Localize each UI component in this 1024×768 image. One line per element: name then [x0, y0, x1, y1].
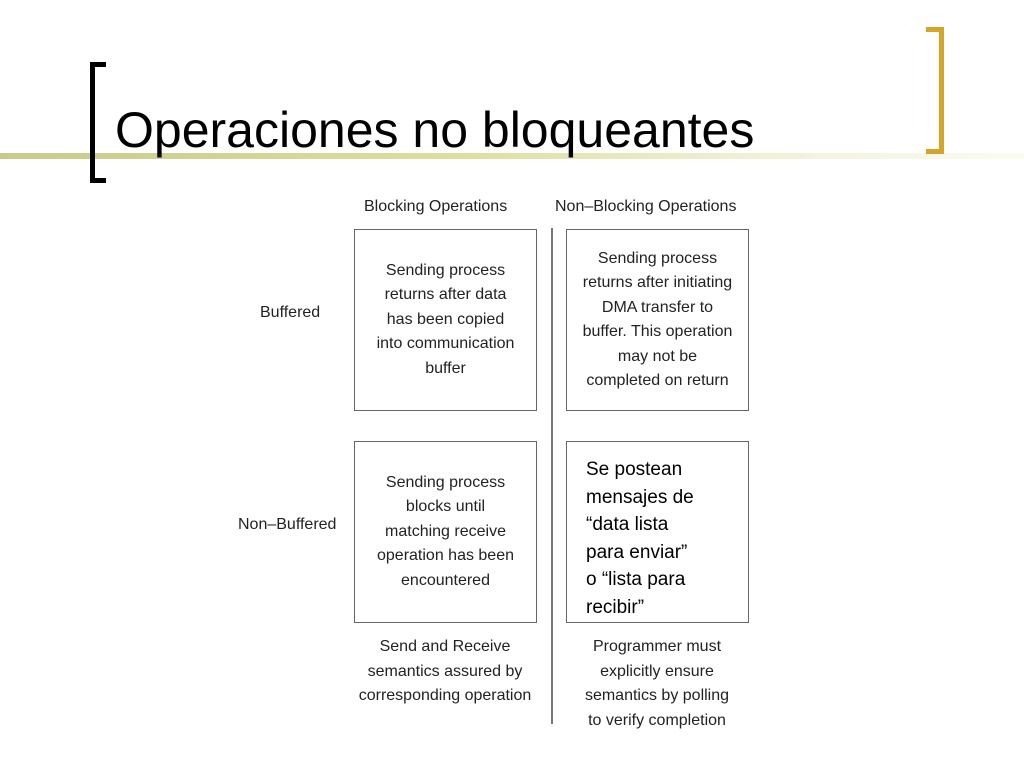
caption-nonblocking: Programmer must explicitly ensure semant…: [584, 638, 730, 729]
cell-text: Sending process returns after initiating…: [582, 249, 733, 390]
cell-nonbuffered-nonblocking: Se postean mensajes de “data lista para …: [566, 441, 749, 623]
column-divider: [551, 228, 553, 724]
row-label-nonbuffered: Non–Buffered: [238, 516, 337, 533]
cell-nonbuffered-blocking: Sending process blocks until matching re…: [354, 441, 537, 623]
cell-text: Sending process blocks until matching re…: [377, 473, 514, 589]
title-accent-line: [0, 153, 1024, 159]
cell-text: Sending process returns after data has b…: [376, 261, 515, 377]
column-header-nonblocking: Non–Blocking Operations: [555, 198, 737, 215]
cell-buffered-nonblocking: Sending process returns after initiating…: [566, 229, 749, 411]
left-bracket-decoration: [90, 62, 106, 183]
slide-title: Operaciones no bloqueantes: [115, 102, 755, 158]
column-header-blocking: Blocking Operations: [364, 198, 508, 215]
right-bracket-decoration: [926, 27, 944, 154]
cell-text: Se postean mensajes de “data lista para …: [586, 459, 694, 618]
cell-buffered-blocking: Sending process returns after data has b…: [354, 229, 537, 411]
caption-blocking: Send and Receive semantics assured by co…: [358, 638, 532, 704]
row-label-buffered: Buffered: [260, 304, 321, 321]
